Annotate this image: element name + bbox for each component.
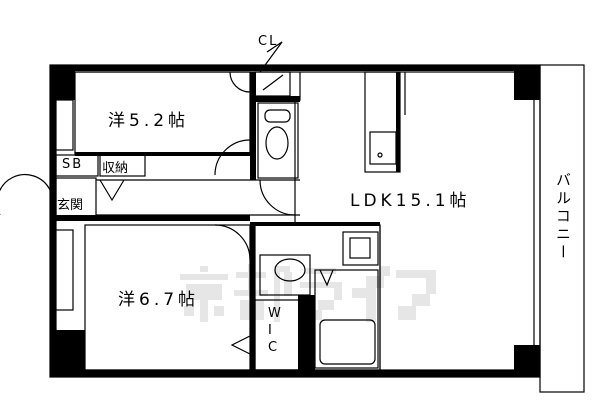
bathtub	[319, 319, 376, 365]
label-walk-in-closet: WIC	[268, 306, 281, 355]
label-ldk: LDK15.1帖	[350, 191, 471, 211]
label-storage: 収納	[102, 161, 129, 176]
label-shoe-box: SB	[62, 157, 84, 172]
label-closet-cl: CL	[258, 34, 279, 49]
label-western-room-2: 洋6.7帖	[118, 290, 200, 310]
label-western-room-1: 洋5.2帖	[108, 111, 190, 131]
closet-cl	[254, 71, 291, 97]
toilet-room	[257, 102, 299, 179]
washbasin	[259, 254, 311, 296]
washer-space	[342, 231, 379, 266]
label-entrance: 玄関	[57, 198, 84, 213]
bathroom	[314, 269, 379, 369]
label-balcony: バルコニー	[554, 172, 572, 262]
